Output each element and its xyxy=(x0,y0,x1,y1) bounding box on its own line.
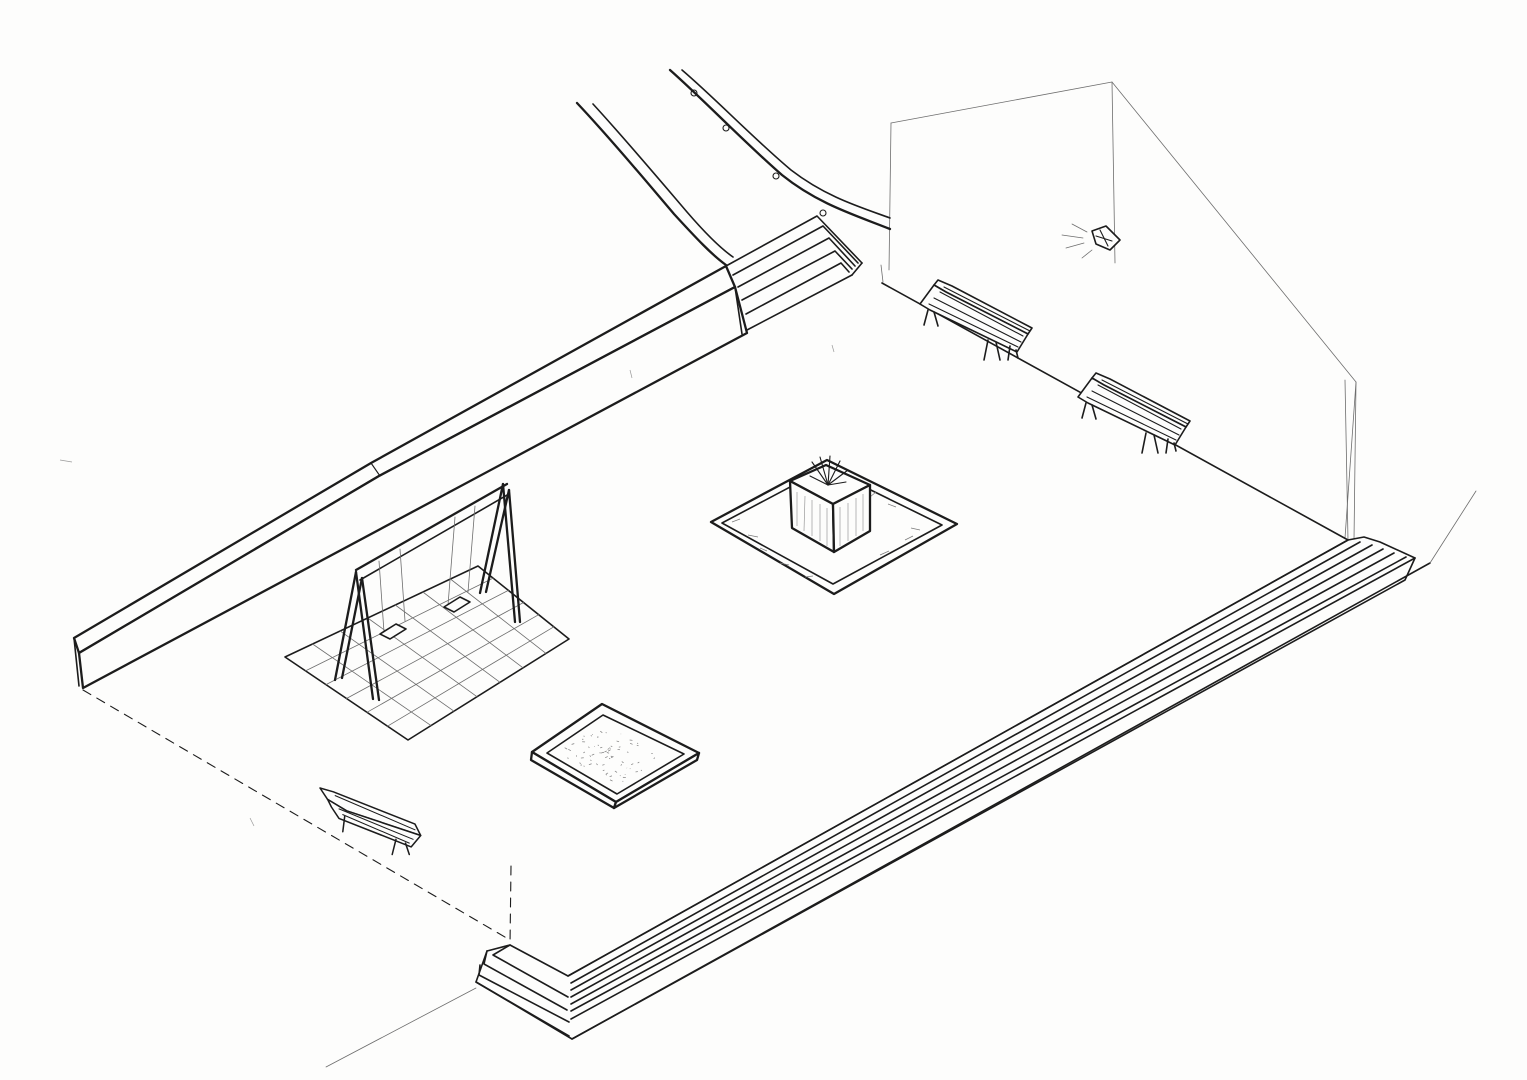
sand-speck xyxy=(631,763,634,766)
sand-speck xyxy=(589,755,592,757)
sand-speck xyxy=(616,740,620,743)
sand-speck xyxy=(653,757,655,760)
sand-speck xyxy=(608,757,611,760)
sand-speck xyxy=(597,744,599,746)
sand-speck xyxy=(571,743,575,745)
sand-speck xyxy=(604,750,607,753)
tile-line xyxy=(387,626,555,727)
sand-speck xyxy=(596,763,598,766)
sand-speck xyxy=(607,749,611,752)
sand-speck xyxy=(579,762,582,764)
sand-speck xyxy=(588,763,592,766)
sand-speck xyxy=(606,752,610,754)
sand-speck xyxy=(588,746,590,749)
sand-speck xyxy=(564,747,568,750)
building-facade xyxy=(888,81,1357,541)
construction-marks xyxy=(59,344,835,827)
sand-speck xyxy=(600,730,603,733)
sand-speck xyxy=(567,757,569,759)
sand-speck xyxy=(636,744,639,747)
sandbox xyxy=(529,702,701,810)
tree-planter xyxy=(709,455,959,596)
sand-speck xyxy=(637,761,640,764)
sand-speck xyxy=(609,779,613,782)
sand-speck xyxy=(568,749,572,752)
sand-speck xyxy=(602,764,605,766)
sand-speck xyxy=(610,745,613,748)
sand-speck xyxy=(607,748,610,750)
tile-line xyxy=(305,577,494,672)
tile-line xyxy=(325,589,509,686)
bench xyxy=(1077,372,1191,454)
sand-speck xyxy=(610,756,614,759)
sand-speck xyxy=(590,734,592,737)
sand-speck xyxy=(620,764,623,766)
sand-speck xyxy=(591,753,595,756)
sand-speck xyxy=(602,769,605,772)
plaza-platform xyxy=(82,282,1349,946)
sand-speck xyxy=(605,773,607,776)
sand-speck xyxy=(596,736,599,738)
tiled-pad xyxy=(284,565,570,741)
retaining-wall xyxy=(72,264,749,690)
sand-speck xyxy=(640,769,643,772)
sand-speck xyxy=(605,756,608,758)
corner-steps xyxy=(325,944,570,1068)
swing-set xyxy=(333,482,522,702)
sand-speck xyxy=(609,775,613,777)
back-steps xyxy=(725,215,884,331)
sand-speck xyxy=(614,770,618,773)
bench xyxy=(919,279,1033,361)
sand-speck xyxy=(629,742,633,745)
sand-speck xyxy=(600,746,603,749)
sand-speck xyxy=(617,748,621,751)
front-steps xyxy=(475,490,1477,1040)
sand-speck xyxy=(590,759,592,761)
sand-speck xyxy=(583,751,586,754)
curved-ramp xyxy=(575,68,892,267)
tile-line xyxy=(366,614,540,713)
bench xyxy=(319,787,422,856)
sand-speck xyxy=(600,751,605,754)
sand-speck xyxy=(621,761,624,764)
wall-lamp xyxy=(1061,223,1121,259)
